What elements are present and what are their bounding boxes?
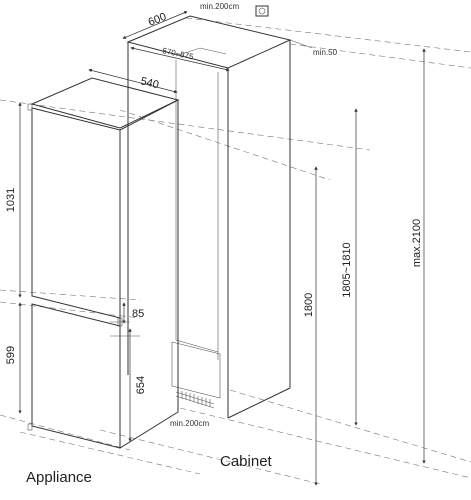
dim-lower-door: 599 — [5, 346, 17, 364]
dim-cabinet-height: max.2100 — [411, 219, 423, 267]
cabinet — [126, 5, 292, 419]
cabinet-caption: Cabinet — [220, 453, 273, 470]
dim-upper-door: 1031 — [5, 188, 17, 212]
top-vent-icon — [255, 5, 269, 17]
dimension-arrows — [18, 11, 426, 486]
dim-rear-gap: min.50 — [313, 48, 338, 57]
dim-niche-height: 1805~1810 — [341, 242, 353, 297]
vent-grille — [175, 390, 215, 409]
dim-lower-door-mount: 654 — [135, 376, 147, 394]
dim-vent-bottom: min.200cm — [170, 419, 209, 428]
appliance-caption: Appliance — [26, 469, 92, 486]
dim-vent-top: min.200cm — [200, 2, 239, 11]
dimension-labels: 600 min.200cm 570~575 min.50 540 1031 59… — [5, 2, 423, 428]
dim-cabinet-inner-width: 570~575 — [162, 46, 195, 61]
dim-appliance-width: 540 — [139, 75, 160, 91]
projection-lines — [0, 17, 471, 485]
dim-door-gap: 85 — [132, 308, 144, 320]
dim-appliance-height: 1800 — [303, 293, 315, 317]
appliance — [27, 77, 180, 449]
